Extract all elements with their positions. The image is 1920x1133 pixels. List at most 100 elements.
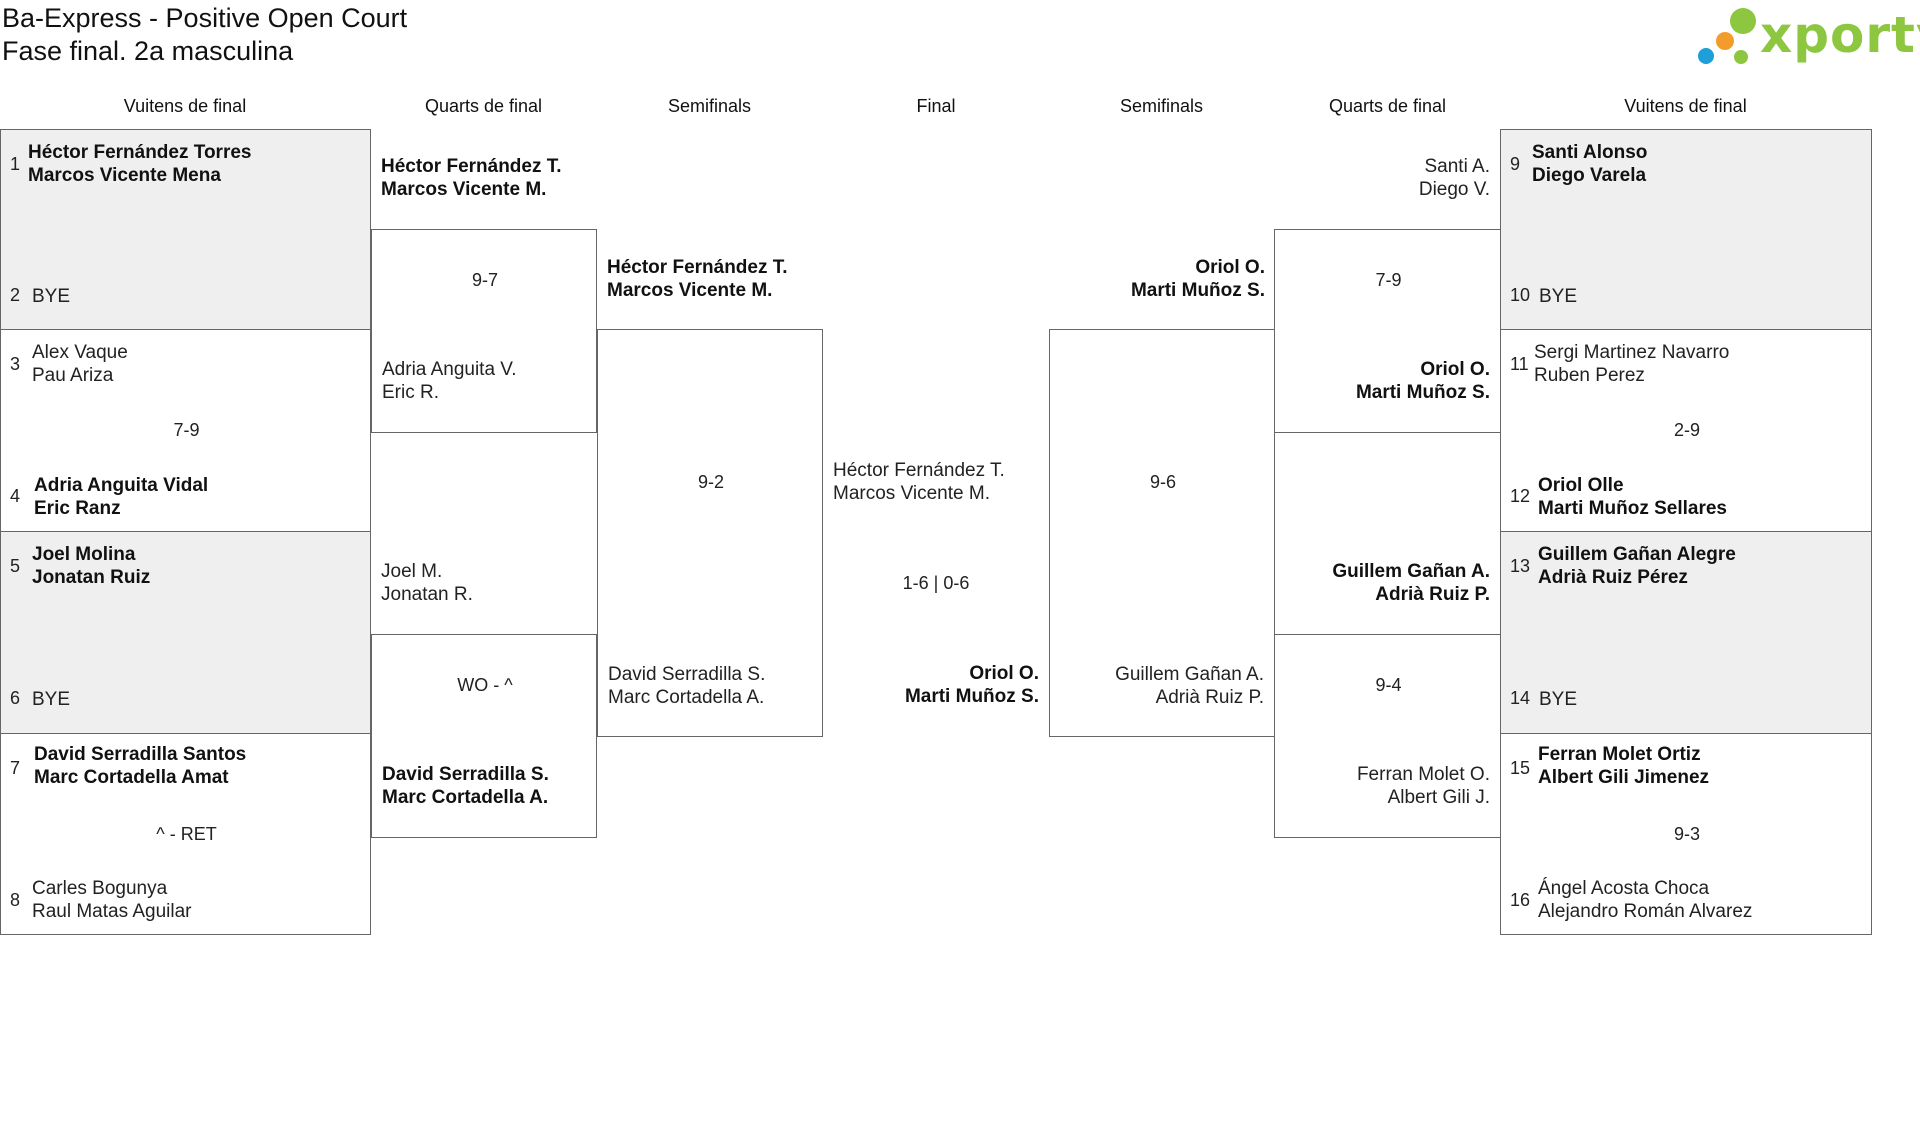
player-name: Alejandro Román Alvarez: [1538, 901, 1753, 922]
qf-left-2-top-team: Joel M. Jonatan R.: [381, 560, 473, 606]
player-name: Adrià Ruiz Pérez: [1538, 567, 1688, 588]
match-score: 9-7: [471, 270, 498, 290]
player-name: Jonatan R.: [381, 584, 473, 605]
qf-right-2-top-team: Guillem Gañan A. Adrià Ruiz P.: [1332, 560, 1490, 606]
seed-number: 12: [1510, 486, 1531, 506]
player-name: Guillem Gañan Alegre: [1538, 544, 1736, 565]
match-score: 9-4: [1375, 675, 1402, 695]
player-name: Marcos Vicente Mena: [28, 165, 221, 186]
team-name: Guillem Gañan Alegre Adrià Ruiz Pérez: [1538, 543, 1736, 589]
match-qf-right-1[interactable]: 7-9 Oriol O. Marti Muñoz S.: [1274, 229, 1501, 433]
bye-label: BYE: [32, 689, 71, 710]
player-name: Marc Cortadella A.: [382, 787, 549, 808]
player-name: Adrià Ruiz P.: [1375, 584, 1490, 605]
player-name: Guillem Gañan A.: [1115, 664, 1264, 685]
player-name: Carles Bogunya: [32, 878, 168, 899]
logo-dot-blue: [1698, 48, 1714, 64]
match-score: 2-9: [1673, 420, 1700, 440]
team-name: Héctor Fernández T. Marcos Vicente M.: [833, 459, 1005, 505]
player-name: Marcos Vicente M.: [607, 280, 773, 301]
header-qf-left: Quarts de final: [424, 96, 543, 116]
match-r16-left-3[interactable]: 5 Joel Molina Jonatan Ruiz 6 BYE: [0, 531, 371, 734]
match-score: ^ - RET: [156, 824, 217, 844]
logo-dot-green: [1730, 8, 1756, 34]
seed-number: 2: [10, 285, 21, 305]
match-r16-left-2[interactable]: 3 Alex Vaque Pau Ariza 7-9 4 Adria Angui…: [0, 329, 371, 532]
seed-number: 11: [1510, 354, 1529, 374]
team-name: Oriol O. Marti Muñoz S.: [905, 662, 1039, 708]
player-name: Oriol O.: [1195, 257, 1265, 278]
match-score: 9-2: [697, 472, 724, 492]
seed-number: 14: [1510, 688, 1531, 708]
xporty-logo[interactable]: xporty: [1696, 4, 1920, 68]
player-name: Ruben Perez: [1534, 365, 1645, 386]
match-r16-left-4[interactable]: 7 David Serradilla Santos Marc Cortadell…: [0, 733, 371, 935]
match-r16-left-1[interactable]: 1 Héctor Fernández Torres Marcos Vicente…: [0, 129, 371, 330]
player-name: Marc Cortadella Amat: [34, 767, 229, 788]
team-name: David Serradilla S. Marc Cortadella A.: [608, 663, 765, 709]
match-qf-left-1[interactable]: 9-7 Adria Anguita V. Eric R.: [371, 229, 597, 433]
logo-dot-orange: [1716, 32, 1734, 50]
match-score: 7-9: [173, 420, 200, 440]
team-name: Oriol O. Marti Muñoz S.: [1356, 358, 1490, 404]
match-qf-right-2[interactable]: 9-4 Ferran Molet O. Albert Gili J.: [1274, 634, 1501, 838]
team-name: Alex Vaque Pau Ariza: [32, 341, 128, 387]
player-name: Alex Vaque: [32, 342, 128, 363]
player-name: Oriol O.: [969, 663, 1039, 684]
player-name: Santi Alonso: [1532, 142, 1648, 163]
header-sf-left: Semifinals: [667, 96, 752, 116]
match-sf-left[interactable]: 9-2 David Serradilla S. Marc Cortadella …: [597, 329, 823, 737]
player-name: Diego Varela: [1532, 165, 1647, 186]
team-name: Adria Anguita V. Eric R.: [382, 358, 517, 404]
match-score: 9-6: [1149, 472, 1176, 492]
header-qf-right: Quarts de final: [1328, 96, 1447, 116]
player-name: Héctor Fernández T.: [607, 257, 788, 278]
match-r16-right-4[interactable]: 15 Ferran Molet Ortiz Albert Gili Jimene…: [1500, 733, 1872, 935]
match-score: WO - ^: [457, 675, 513, 695]
team-name: Guillem Gañan A. Adrià Ruiz P.: [1115, 663, 1264, 709]
team-name: Ángel Acosta Choca Alejandro Román Alvar…: [1538, 877, 1752, 923]
page-title: Ba-Express - Positive Open Court Fase fi…: [2, 2, 407, 68]
tournament-name: Ba-Express - Positive Open Court: [2, 3, 408, 33]
player-name: Oriol O.: [1420, 359, 1490, 380]
player-name: Eric Ranz: [34, 498, 121, 519]
match-r16-right-1[interactable]: 9 Santi Alonso Diego Varela 10 BYE: [1500, 129, 1872, 330]
seed-number: 16: [1510, 890, 1531, 910]
player-name: Adrià Ruiz P.: [1155, 687, 1264, 708]
player-name: Marti Muñoz S.: [904, 686, 1039, 707]
team-name: Ferran Molet O. Albert Gili J.: [1357, 763, 1490, 809]
sf-right-top-team: Oriol O. Marti Muñoz S.: [1131, 256, 1265, 302]
player-name: Albert Gili J.: [1387, 787, 1490, 808]
player-name: Diego V.: [1418, 179, 1490, 200]
match-final[interactable]: Héctor Fernández T. Marcos Vicente M. 1-…: [823, 329, 1049, 737]
match-qf-left-2[interactable]: WO - ^ David Serradilla S. Marc Cortadel…: [371, 634, 597, 838]
seed-number: 8: [10, 890, 21, 910]
player-name: David Serradilla S.: [382, 764, 549, 785]
seed-number: 6: [10, 688, 21, 708]
header-sf-right: Semifinals: [1119, 96, 1204, 116]
team-name: Sergi Martinez Navarro Ruben Perez: [1534, 341, 1729, 387]
player-name: Marti Muñoz S.: [1355, 382, 1490, 403]
seed-number: 3: [10, 354, 21, 374]
player-name: David Serradilla S.: [608, 664, 766, 685]
player-name: Marc Cortadella A.: [608, 687, 765, 708]
team-name: Héctor Fernández Torres Marcos Vicente M…: [28, 141, 251, 187]
seed-number: 10: [1510, 285, 1531, 305]
match-score: 1-6 | 0-6: [902, 573, 970, 593]
seed-number: 13: [1510, 556, 1531, 576]
match-r16-right-3[interactable]: 13 Guillem Gañan Alegre Adrià Ruiz Pérez…: [1500, 531, 1872, 734]
player-name: Pau Ariza: [32, 365, 114, 386]
player-name: Eric R.: [382, 382, 439, 403]
player-name: Marti Muñoz Sellares: [1538, 498, 1727, 519]
match-sf-right[interactable]: 9-6 Guillem Gañan A. Adrià Ruiz P.: [1049, 329, 1275, 737]
player-name: Ferran Molet Ortiz: [1538, 744, 1701, 765]
player-name: Adria Anguita Vidal: [34, 475, 209, 496]
seed-number: 9: [1510, 154, 1521, 174]
player-name: Ferran Molet O.: [1356, 764, 1490, 785]
team-name: Adria Anguita Vidal Eric Ranz: [34, 474, 208, 520]
bye-label: BYE: [1539, 689, 1578, 710]
qf-right-1-top-team: Santi A. Diego V.: [1419, 155, 1490, 201]
seed-number: 1: [10, 154, 21, 174]
team-name: Carles Bogunya Raul Matas Aguilar: [32, 877, 191, 923]
match-r16-right-2[interactable]: 11 Sergi Martinez Navarro Ruben Perez 2-…: [1500, 329, 1872, 532]
